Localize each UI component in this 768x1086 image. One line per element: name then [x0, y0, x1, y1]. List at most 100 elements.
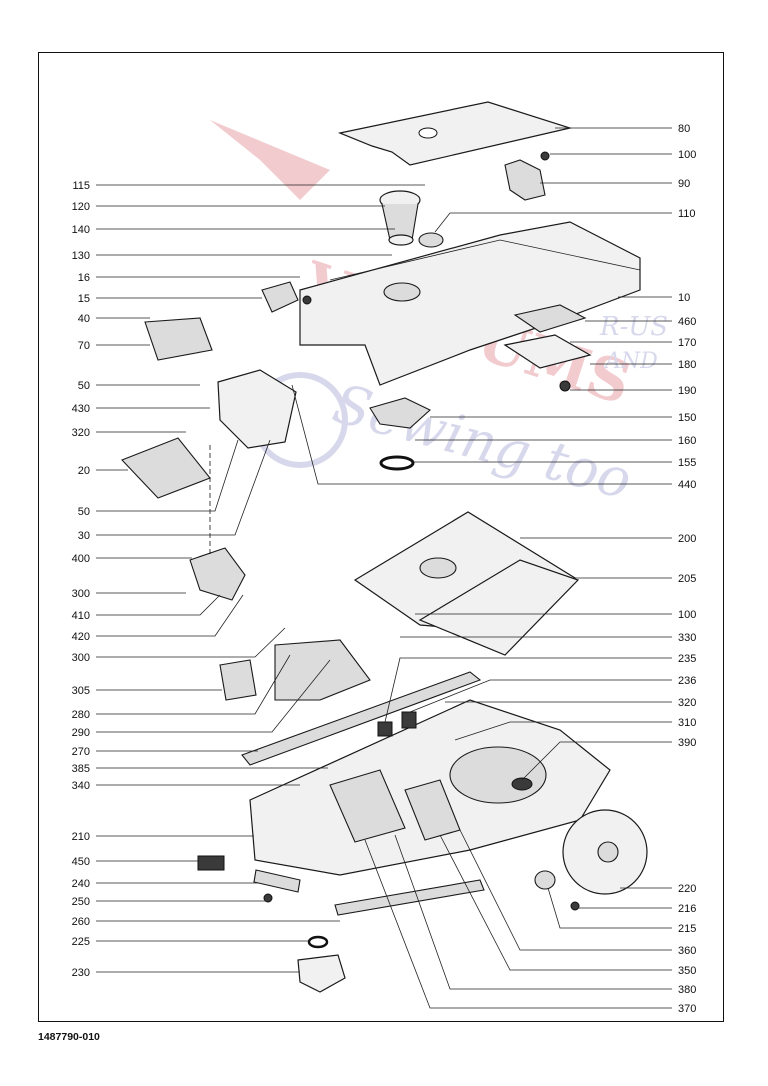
- part-236: [401, 711, 417, 729]
- leader-440: [291, 384, 672, 485]
- leader-360: [459, 829, 672, 951]
- leader-110: [434, 212, 672, 233]
- part-bracket-90: [504, 159, 546, 201]
- part-label: 120: [72, 201, 90, 213]
- part-label: 110: [678, 208, 696, 220]
- part-label: 460: [678, 316, 696, 328]
- part-label: 205: [678, 573, 696, 585]
- part-label: 216: [678, 903, 696, 915]
- part-label: 190: [678, 385, 696, 397]
- watermark-swoosh: [210, 120, 330, 200]
- part-bag-205: [418, 559, 580, 656]
- part-label: 155: [678, 457, 696, 469]
- part-label: 100: [678, 149, 696, 161]
- leader-lines: [96, 127, 672, 1009]
- part-label: 140: [72, 224, 90, 236]
- part-label: 200: [678, 533, 696, 545]
- leader-310: [454, 721, 672, 741]
- part-390: [511, 777, 533, 791]
- watermark-text-2: R-US: [599, 312, 668, 342]
- leader-380: [394, 834, 672, 990]
- leader-30: [96, 439, 271, 536]
- part-label: 170: [678, 337, 696, 349]
- part-label: 305: [72, 685, 90, 697]
- part-225: [307, 935, 329, 949]
- watermark-text-3: AND: [603, 349, 658, 374]
- part-label: 180: [678, 359, 696, 371]
- left-labels: 115 120 140 130 16 15 40 70 50 430 320 2…: [72, 180, 90, 979]
- part-label: 290: [72, 727, 90, 739]
- bag-port: [419, 557, 457, 579]
- part-latch-15: [261, 281, 299, 313]
- part-label: 240: [72, 878, 90, 890]
- part-screw-250: [263, 893, 273, 903]
- part-label: 380: [678, 984, 696, 996]
- part-label: 340: [72, 780, 90, 792]
- part-label: 330: [678, 632, 696, 644]
- part-label: 10: [678, 292, 690, 304]
- leader-50b: [96, 439, 239, 512]
- leader-290: [96, 659, 331, 733]
- part-190: [559, 380, 571, 392]
- part-label: 360: [678, 945, 696, 957]
- part-label: 270: [72, 746, 90, 758]
- part-label: 250: [72, 896, 90, 908]
- housing-motor-well: [449, 746, 547, 804]
- part-label: 210: [72, 831, 90, 843]
- part-ring-140: [388, 234, 414, 246]
- leader-236: [409, 679, 672, 713]
- part-castor-230: [297, 954, 346, 993]
- part-label: 280: [72, 709, 90, 721]
- part-label: 370: [678, 1003, 696, 1015]
- leader-300b: [96, 627, 286, 658]
- part-label: 230: [72, 967, 90, 979]
- leader-410: [96, 594, 221, 616]
- part-label: 410: [72, 610, 90, 622]
- part-label: 300: [72, 652, 90, 664]
- part-label: 310: [678, 717, 696, 729]
- part-label: 20: [78, 465, 90, 477]
- part-label: 385: [72, 763, 90, 775]
- part-seal-155: [379, 455, 415, 471]
- part-label: 350: [678, 965, 696, 977]
- part-label: 390: [678, 737, 696, 749]
- part-150: [369, 397, 431, 429]
- part-label: 30: [78, 530, 90, 542]
- leader-370: [364, 839, 672, 1009]
- part-label: 320: [72, 427, 90, 439]
- part-screw-16: [302, 295, 312, 305]
- part-label: 90: [678, 178, 690, 190]
- parts: [121, 101, 648, 993]
- wheel-hub: [597, 841, 619, 863]
- part-label: 100: [678, 609, 696, 621]
- leader-280: [96, 654, 291, 715]
- part-label: 236: [678, 675, 696, 687]
- part-label: 235: [678, 653, 696, 665]
- part-plate-380: [329, 769, 406, 843]
- leader-390: [521, 741, 672, 781]
- part-240: [253, 869, 301, 893]
- part-label: 420: [72, 631, 90, 643]
- leader-420: [96, 594, 244, 637]
- part-rail-270: [241, 671, 482, 766]
- part-label: 430: [72, 403, 90, 415]
- leader-350: [439, 834, 672, 971]
- part-216: [570, 901, 580, 911]
- part-260: [334, 879, 485, 916]
- part-handle-70: [144, 317, 213, 361]
- part-label: 215: [678, 923, 696, 935]
- part-305: [219, 659, 257, 701]
- drawing-frame: [38, 52, 724, 1022]
- part-cover-plate: [337, 101, 573, 166]
- cover-hole: [418, 127, 438, 139]
- part-filter-180: [503, 334, 592, 369]
- part-20: [121, 437, 211, 499]
- part-label: 70: [78, 340, 90, 352]
- part-280: [274, 639, 371, 701]
- part-400: [189, 547, 246, 601]
- part-label: 450: [72, 856, 90, 868]
- part-filter-460: [513, 304, 587, 333]
- part-screw-100: [540, 151, 550, 161]
- housing-port: [383, 282, 421, 302]
